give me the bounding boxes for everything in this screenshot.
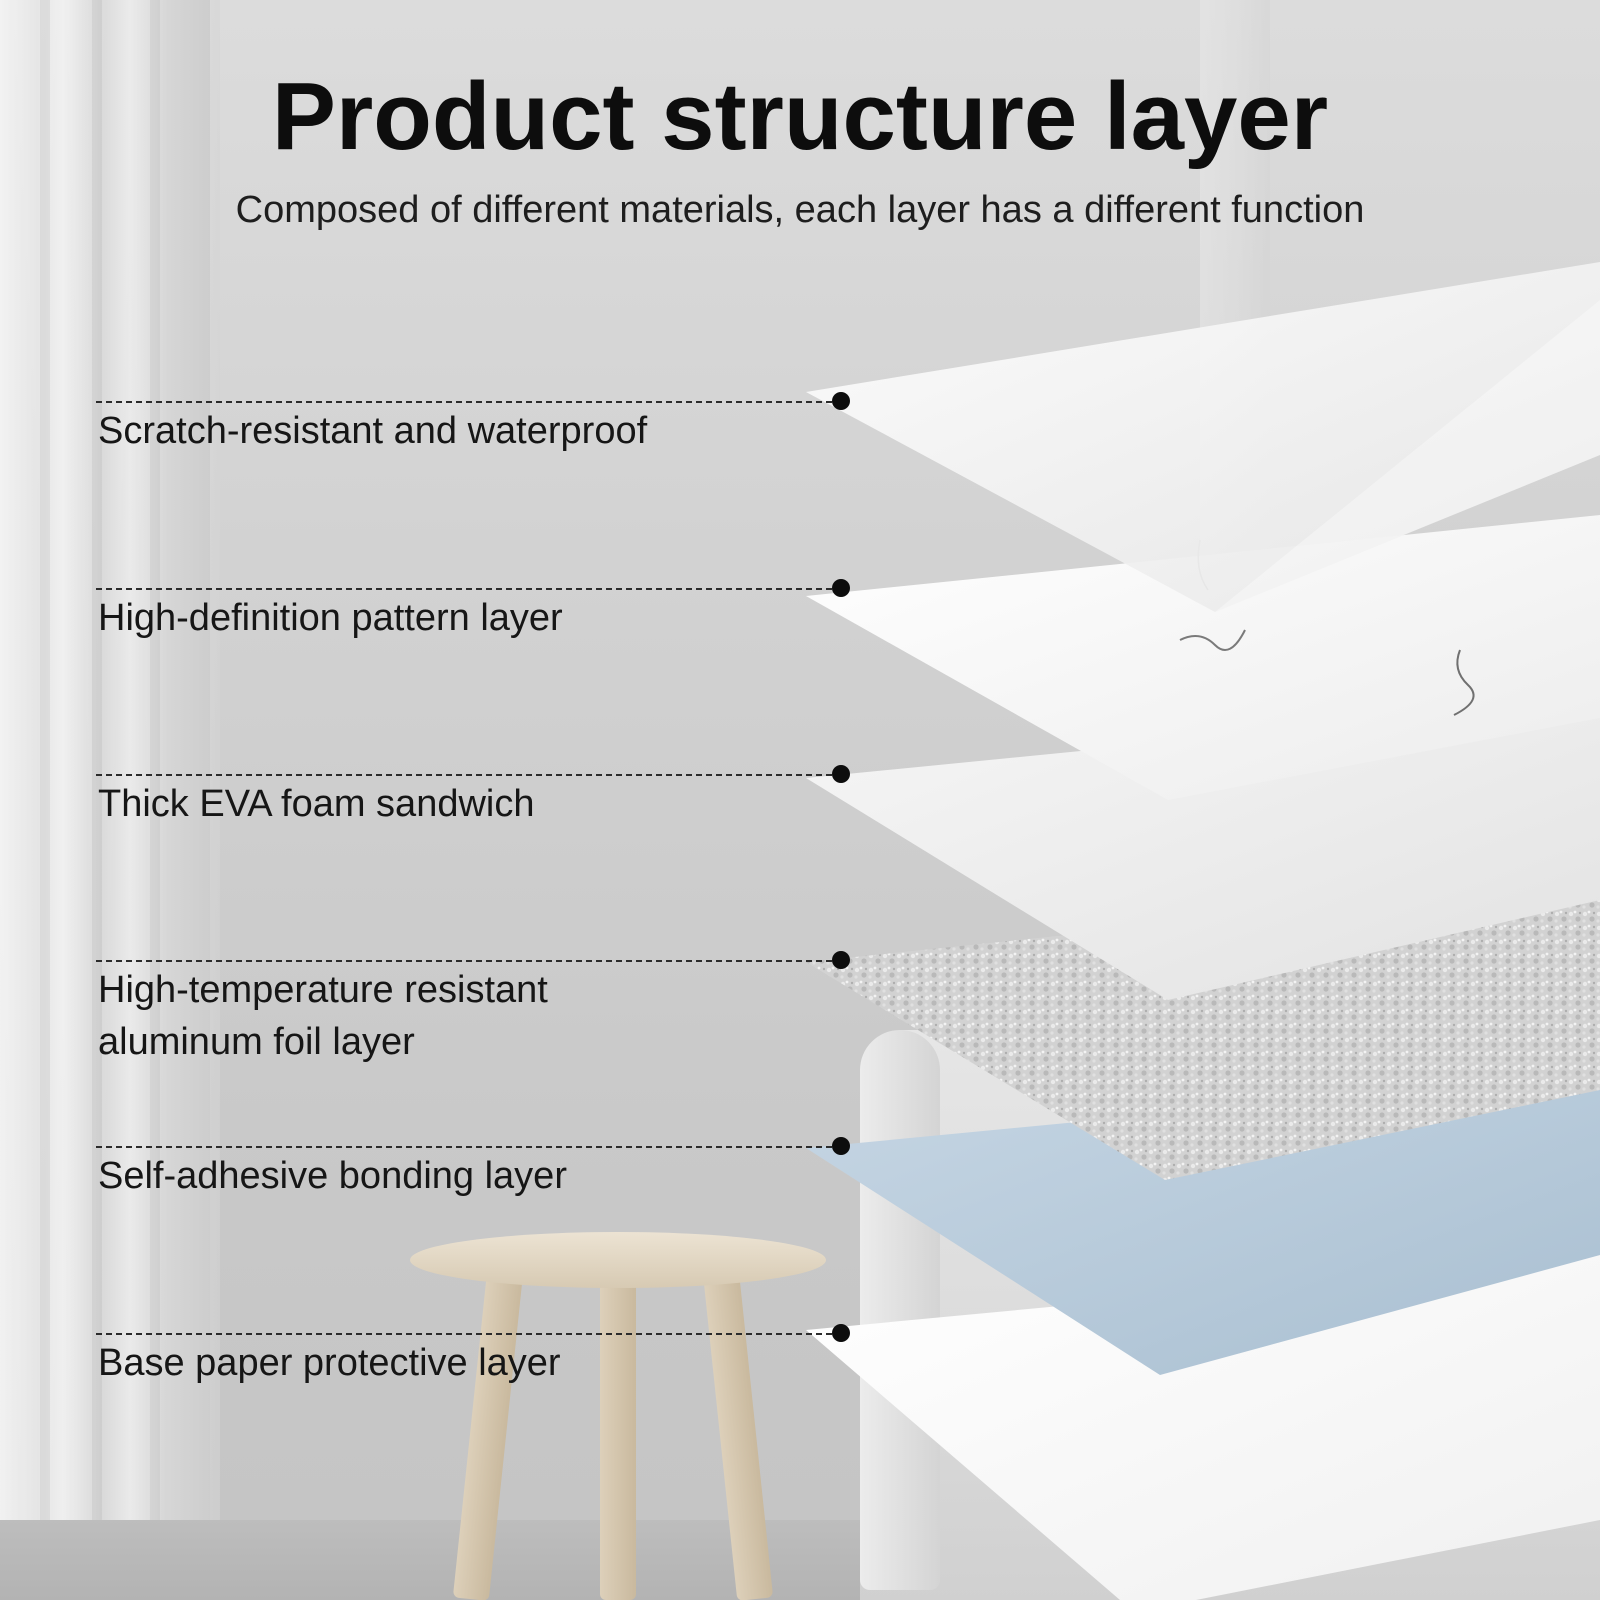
callout-dot: [832, 765, 850, 783]
page-subtitle: Composed of different materials, each la…: [235, 189, 1365, 231]
dashed-leader-line: [96, 774, 842, 776]
base-paper-sheet: [806, 1255, 1600, 1600]
foam-sheet: [806, 700, 1600, 1000]
marble-pattern-sheet: [806, 515, 1600, 800]
dashed-leader-line: [96, 588, 842, 590]
layer-label: High-definition pattern layer: [98, 597, 563, 639]
layer-label: Thick EVA foam sandwich: [98, 783, 535, 825]
dashed-leader-line: [96, 401, 842, 403]
dashed-leader-line: [96, 960, 842, 962]
clear-top-sheet: [806, 262, 1600, 612]
page-title: Product structure layer: [271, 63, 1329, 170]
layer-label: Base paper protective layer: [98, 1342, 561, 1384]
layer-label: Self-adhesive bonding layer: [98, 1155, 567, 1197]
callout-dot: [832, 1324, 850, 1342]
callout-dot: [832, 392, 850, 410]
stool-seat: [410, 1232, 826, 1288]
dashed-leader-line: [96, 1333, 842, 1335]
foil-sheet: [806, 880, 1600, 1180]
callout-dot: [832, 1137, 850, 1155]
dashed-leader-line: [96, 1146, 842, 1148]
layer-label: High-temperature resistant aluminum foil…: [98, 969, 548, 1063]
sofa-arm: [860, 1030, 940, 1590]
layer-label: Scratch-resistant and waterproof: [98, 410, 648, 452]
adhesive-sheet: [806, 1072, 1600, 1375]
callout-dot: [832, 951, 850, 969]
callout-dot: [832, 579, 850, 597]
